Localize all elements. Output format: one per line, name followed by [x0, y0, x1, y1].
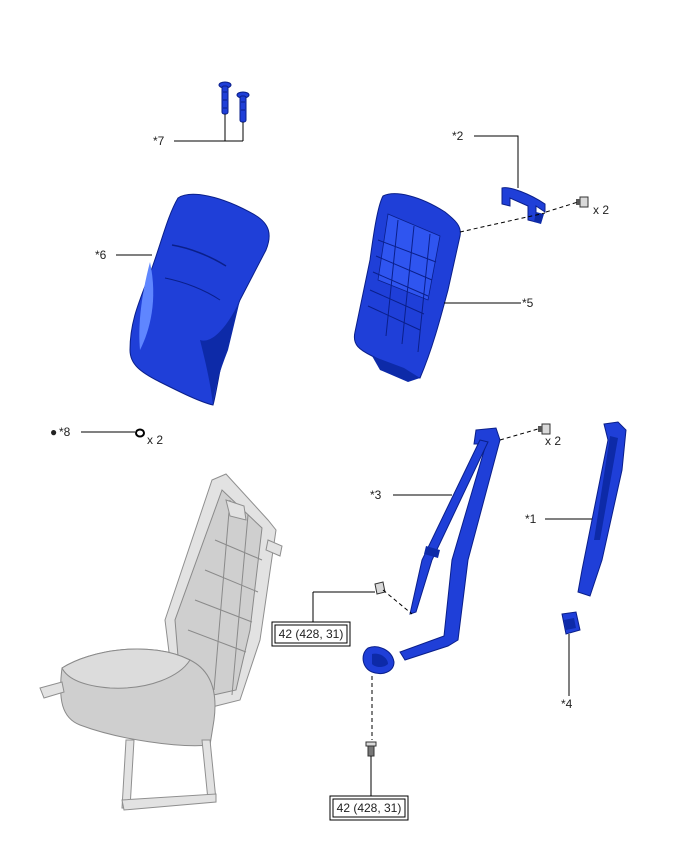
seat-frame — [39, 473, 283, 811]
torque-upper-value: 42 (428, 31) — [279, 627, 344, 641]
part-6-seatback-cover: *6 — [95, 193, 270, 406]
part-3-lower-bolt — [365, 676, 377, 796]
part-5-label: *5 — [522, 296, 534, 310]
part-2-quantity: x 2 — [593, 203, 609, 217]
part-3-quantity: x 2 — [545, 434, 561, 448]
clip-right — [236, 91, 250, 123]
part-7-leader — [174, 114, 244, 142]
part-4-clip: *4 — [561, 611, 581, 711]
part-2-dashed-line — [459, 201, 579, 233]
part-3-middle-bolt — [312, 581, 413, 622]
torque-box-upper: 42 (428, 31) — [271, 621, 351, 647]
part-8-ring: ● *8 x 2 — [50, 425, 163, 447]
part-7-clips: *7 — [153, 81, 250, 148]
clip-left — [218, 81, 232, 115]
torque-lower-value: 42 (428, 31) — [337, 801, 402, 815]
part-3-label: *3 — [370, 488, 382, 502]
part-2-leader — [474, 135, 519, 188]
part-6-label: *6 — [95, 248, 107, 262]
torque-box-lower: 42 (428, 31) — [329, 795, 409, 821]
part-3-middle-dashed — [382, 589, 413, 615]
part-3-upper-bolt: x 2 — [499, 423, 561, 448]
part-7-label: *7 — [153, 134, 165, 148]
part-8-label: *8 — [59, 425, 71, 439]
upper-torque-leader — [312, 591, 375, 622]
part-5-seatback-board: *5 — [353, 193, 534, 382]
part-1-label: *1 — [525, 512, 537, 526]
part-4-label: *4 — [561, 697, 573, 711]
part-2-bracket: *2 — [452, 129, 546, 224]
part-8-bullet: ● — [50, 425, 57, 439]
part-2-label: *2 — [452, 129, 464, 143]
part-2-screw: x 2 — [576, 196, 609, 217]
part-8-quantity: x 2 — [147, 433, 163, 447]
part-3-seatbelt: *3 — [362, 427, 501, 675]
part-1-rail-cover: *1 — [525, 421, 627, 597]
part-3-upper-dashed — [499, 428, 539, 441]
